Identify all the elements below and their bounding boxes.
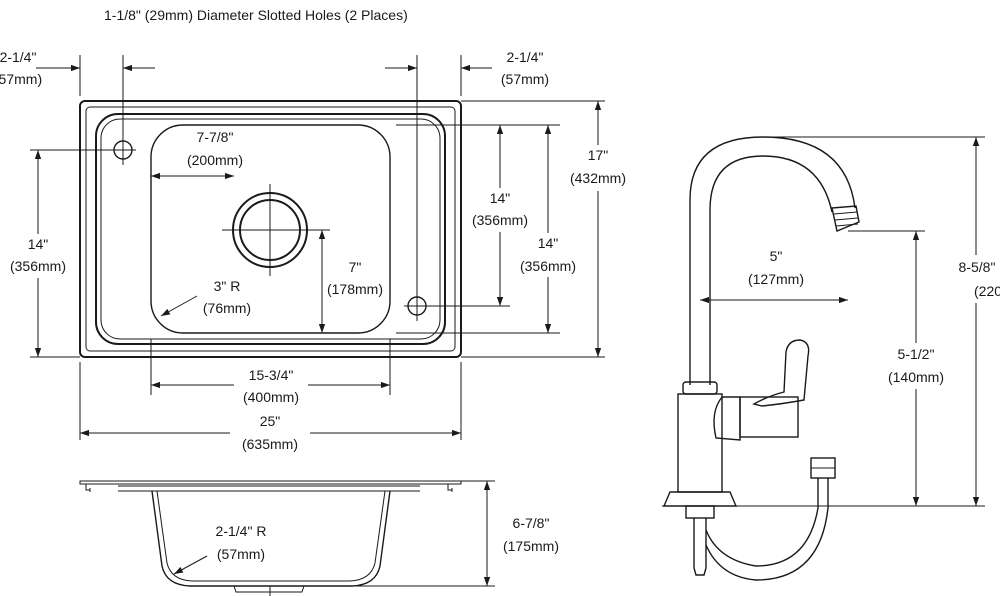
dimension-left-depth: 14" (356mm) xyxy=(4,150,72,357)
faucet-supply-hose xyxy=(705,478,819,567)
svg-text:(178mm): (178mm) xyxy=(327,281,383,297)
svg-text:25": 25" xyxy=(260,413,281,429)
svg-text:2-1/4": 2-1/4" xyxy=(0,49,36,65)
sink-deck-inner-edge xyxy=(100,118,441,340)
svg-text:7-7/8": 7-7/8" xyxy=(197,129,234,145)
dimension-drain-to-front: 7" (178mm) xyxy=(306,229,383,333)
svg-text:(432mm): (432mm) xyxy=(570,170,626,186)
svg-text:(57mm): (57mm) xyxy=(0,71,42,87)
svg-text:(220mm): (220mm) xyxy=(974,283,1000,299)
svg-text:5": 5" xyxy=(770,248,783,264)
sink-deck-edge xyxy=(95,113,446,345)
svg-text:(57mm): (57mm) xyxy=(501,71,549,87)
sink-outer-rim xyxy=(79,100,462,358)
svg-text:(635mm): (635mm) xyxy=(242,436,298,452)
dimension-side-bowl-depth: 6-7/8" (175mm) xyxy=(483,481,559,586)
sink-side-rim xyxy=(79,480,462,485)
svg-text:8-5/8": 8-5/8" xyxy=(959,259,996,275)
svg-text:14": 14" xyxy=(538,235,559,251)
dimension-hole-spacing: 14" (356mm) xyxy=(468,125,532,306)
dimension-faucet-overall-height: 8-5/8" (220mm) xyxy=(948,137,1000,506)
svg-text:(356mm): (356mm) xyxy=(10,258,66,274)
dimension-left-offset: 2-1/4" (57mm) xyxy=(0,49,155,87)
dimension-drain-offset: 7-7/8" (200mm) xyxy=(151,129,243,180)
dimension-side-bottom-radius: 2-1/4" R (57mm) xyxy=(173,523,267,575)
svg-text:17": 17" xyxy=(588,147,609,163)
dimension-overall-width: 25" (635mm) xyxy=(80,410,461,456)
svg-text:3" R: 3" R xyxy=(214,278,241,294)
sink-bowl-profile xyxy=(151,490,391,587)
dimension-overall-depth: 17" (432mm) xyxy=(568,101,628,357)
faucet-side-view: 5" (127mm) 5-1/2" (140mm) 8-5/8" (220mm) xyxy=(662,136,1000,581)
faucet-aerator xyxy=(831,205,860,232)
faucet-lever-handle xyxy=(752,339,810,407)
svg-text:(57mm): (57mm) xyxy=(217,546,265,562)
svg-text:2-1/4" R: 2-1/4" R xyxy=(216,523,267,539)
svg-text:14": 14" xyxy=(490,190,511,206)
svg-text:(200mm): (200mm) xyxy=(187,152,243,168)
dimension-spout-height: 5-1/2" (140mm) xyxy=(880,231,952,506)
svg-text:(175mm): (175mm) xyxy=(503,538,559,554)
dimension-bowl-width: 15-3/4" (400mm) xyxy=(151,366,390,408)
dimension-faucet-reach: 5" (127mm) xyxy=(700,248,848,304)
sink-bowl xyxy=(150,124,391,334)
sink-side-view: 6-7/8" (175mm) 2-1/4" R (57mm) xyxy=(79,480,559,596)
svg-text:15-3/4": 15-3/4" xyxy=(249,367,294,383)
slotted-holes-note: 1-1/8" (29mm) Diameter Slotted Holes (2 … xyxy=(104,7,408,23)
slotted-hole-right-icon xyxy=(404,291,430,321)
sink-top-view: 2-1/4" (57mm) 2-1/4" (57mm) 17" (432mm) … xyxy=(0,49,628,456)
svg-text:(76mm): (76mm) xyxy=(203,300,251,316)
svg-text:(140mm): (140mm) xyxy=(888,369,944,385)
svg-text:(356mm): (356mm) xyxy=(520,258,576,274)
faucet-base xyxy=(662,491,738,507)
svg-text:7": 7" xyxy=(349,259,362,275)
svg-text:(400mm): (400mm) xyxy=(243,389,299,405)
svg-text:(356mm): (356mm) xyxy=(472,212,528,228)
svg-text:6-7/8": 6-7/8" xyxy=(513,515,550,531)
sink-rim-inner-edge xyxy=(85,106,456,352)
dimension-right-offset: 2-1/4" (57mm) xyxy=(385,49,549,87)
drain-icon xyxy=(222,184,318,276)
svg-text:2-1/4": 2-1/4" xyxy=(507,49,544,65)
faucet-spout xyxy=(689,136,856,385)
svg-text:(127mm): (127mm) xyxy=(748,271,804,287)
dimension-bowl-depth: 14" (356mm) xyxy=(516,125,580,333)
svg-text:14": 14" xyxy=(28,236,49,252)
dimension-corner-radius: 3" R (76mm) xyxy=(160,278,251,317)
slotted-hole-left-icon xyxy=(110,135,136,165)
svg-text:5-1/2": 5-1/2" xyxy=(898,346,935,362)
